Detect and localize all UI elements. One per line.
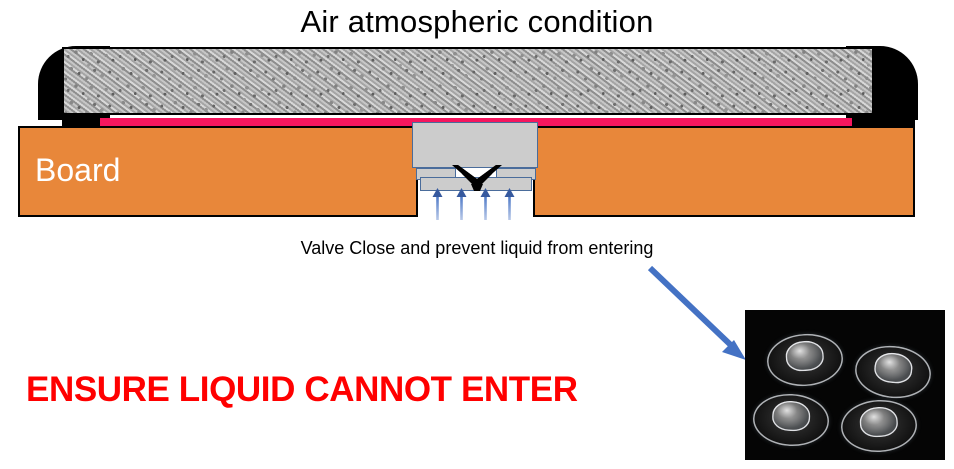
valve-caption: Valve Close and prevent liquid from ente… <box>300 238 654 258</box>
umbrella-valve-photo <box>745 310 945 460</box>
strip-black-left <box>62 116 100 127</box>
umbrella-valve-dome <box>771 399 811 432</box>
umbrella-valve-item <box>751 392 831 448</box>
speckled-gasket-layer <box>62 47 874 115</box>
board-label: Board <box>35 152 121 188</box>
page-title: Air atmospheric condition <box>300 4 654 39</box>
upward-airflow-arrows-icon <box>432 188 515 220</box>
umbrella-valve-dome <box>872 350 914 385</box>
umbrella-valve-item <box>839 398 919 454</box>
strip-black-right <box>852 116 915 127</box>
umbrella-valve-item <box>852 342 934 402</box>
warning-text: ENSURE LIQUID CANNOT ENTER <box>26 370 578 409</box>
board-right-section <box>533 126 915 217</box>
umbrella-valve-dome <box>784 339 825 373</box>
umbrella-valve-item <box>765 331 845 389</box>
closed-v-valve-icon <box>452 165 502 191</box>
umbrella-valve-dome <box>859 405 899 438</box>
pointer-arrow-icon <box>647 265 746 360</box>
board-left-section <box>18 126 418 217</box>
valve-body <box>412 122 538 168</box>
